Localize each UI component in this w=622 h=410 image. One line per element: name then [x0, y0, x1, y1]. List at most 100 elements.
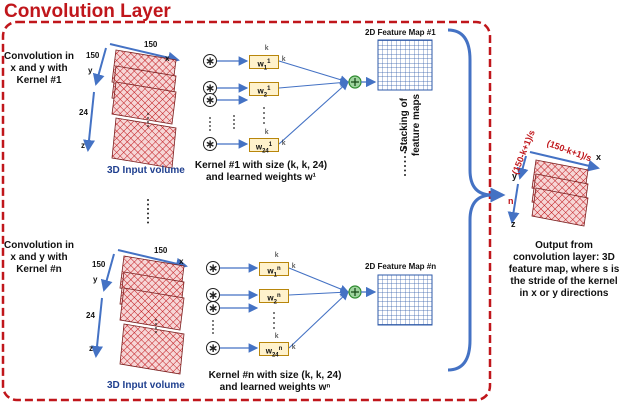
bottom-conv-line-3: Kernel #n [16, 264, 62, 275]
section-dots-left [147, 217, 149, 219]
bottom-volume-label: 3D Input volume [107, 380, 185, 391]
section-dots-left [147, 221, 149, 224]
bottom-depth: 24 [86, 311, 95, 320]
bottom-axis-y: y [93, 275, 98, 284]
output-axis-y-arrow [516, 155, 529, 180]
bottom-feature-map-label: 2D Feature Map #n [365, 262, 437, 271]
output-slab-3 [531, 187, 589, 227]
bottom-slab-3 [119, 287, 185, 331]
section-dots-right [404, 156, 406, 158]
bottom-k-label-2: k [292, 263, 296, 270]
top-weight-1: w11 [249, 55, 279, 72]
bottom-extra-star: ∗ [208, 301, 218, 315]
weight-base: w [257, 86, 264, 96]
weight-base: w [265, 346, 272, 356]
top-feature-map-grid [377, 39, 433, 91]
section-dots-right [404, 165, 406, 167]
weight-sub: 1 [263, 65, 268, 72]
output-depth: n [508, 196, 514, 206]
weight-base: w [255, 142, 263, 152]
bottom-conv-label: Convolution in x and y with Kernel #n [4, 240, 74, 276]
top-axis-y: y [88, 66, 93, 75]
top-dots-conv [209, 125, 211, 127]
section-dots-left [147, 212, 149, 215]
top-volume-dot [147, 125, 149, 127]
top-k-label-1: k [265, 45, 269, 52]
bottom-row-1-conv-symbol [206, 261, 220, 275]
top-volume-label: 3D Input volume [107, 165, 185, 176]
output-axis-x: x [596, 152, 602, 162]
top-dots-arrows [233, 127, 235, 129]
bottom-k-label-3: k [275, 333, 279, 340]
bottom-axis-y-arrow [100, 253, 115, 292]
section-dots-right [404, 151, 406, 154]
top-slab-3 [111, 81, 177, 125]
bottom-axis-x: x [179, 257, 184, 266]
top-row-1-to-sum-arrow [278, 60, 350, 84]
top-dots-arrows [233, 115, 235, 117]
top-k-label-2: k [282, 56, 286, 63]
stacking-label: Stacking of feature maps [399, 70, 423, 180]
top-row-2-to-sum-arrow [278, 78, 350, 89]
weight-sup: n [278, 346, 283, 352]
bottom-dots-weights [273, 327, 275, 329]
top-kernel-caption-2: and learned weights w¹ [205, 172, 317, 183]
bottom-feature-map-grid [377, 274, 433, 326]
bottom-extra-conv-symbol [206, 301, 220, 315]
top-feature-map-label: 2D Feature Map #1 [365, 28, 436, 37]
bottom-axis-z-arrow [91, 297, 103, 358]
top-dots-conv [209, 121, 211, 123]
top-row-3-conv-symbol-extra [203, 93, 217, 107]
section-dots-right [404, 174, 406, 176]
diagram-title: Convolution Layer [4, 1, 171, 22]
output-axis-z-arrow [507, 183, 520, 224]
top-conv-line-1: Convolution in [4, 51, 74, 62]
top-axis-x-arrow [109, 43, 180, 64]
top-dots-conv [209, 129, 211, 131]
top-dots-weights [263, 112, 265, 114]
bottom-weight-1: w1n [259, 262, 289, 279]
top-weight-2: w21 [249, 82, 279, 99]
top-conv-label: Convolution in x and y with Kernel #1 [4, 51, 74, 87]
bottom-dots-weights [273, 317, 275, 319]
weight-sup: 1 [267, 59, 271, 65]
top-row-1-conv-symbol [203, 54, 217, 68]
top-dots-arrows [233, 119, 235, 121]
weight-sup: n [276, 293, 281, 299]
top-dots-weights [263, 107, 265, 109]
bottom-kernel-caption-1: Kernel #n with size (k, k, 24) [208, 370, 342, 381]
stacking-brace [447, 28, 493, 372]
weight-sub: 2 [273, 299, 277, 306]
output-caption-2: convolution layer: 3D [513, 252, 615, 263]
output-caption-3: feature map, where s is [508, 264, 620, 275]
bottom-volume-dot [155, 319, 157, 321]
bottom-axis-x-arrow [117, 249, 188, 270]
bottom-axis-z: z [89, 344, 93, 353]
bottom-row-2-conv-star: ∗ [208, 288, 218, 302]
top-dim-y: 150 [86, 51, 100, 60]
bottom-dim-x: 150 [154, 246, 168, 255]
bottom-kernel-caption: Kernel #n with size (k, k, 24) and learn… [200, 370, 350, 394]
bottom-dots-conv [212, 332, 214, 334]
top-depth: 24 [79, 108, 88, 117]
output-caption: Output from convolution layer: 3D featur… [508, 240, 620, 300]
section-dots-left [147, 208, 149, 210]
section-dots-right [404, 160, 406, 163]
bottom-row-1-to-sum-arrow [288, 267, 350, 294]
output-axis-y: y [512, 171, 518, 181]
top-dots-weights [263, 117, 265, 119]
bottom-row-3-conv-symbol [206, 341, 220, 355]
bottom-dots-weights [273, 312, 275, 314]
top-volume-dot [147, 121, 149, 123]
weight-sub: 2 [263, 92, 268, 99]
output-caption-4: the stride of the kernel [510, 276, 618, 287]
bottom-row-3-conv-star: ∗ [208, 341, 218, 355]
section-dots-left [147, 203, 149, 206]
top-conv-line-3: Kernel #1 [16, 75, 62, 86]
stacking-line-1: Stacking of [399, 98, 410, 152]
bottom-dots-conv [212, 328, 214, 330]
bottom-dim-y: 150 [92, 260, 106, 269]
weight-sub: 1 [273, 272, 277, 279]
